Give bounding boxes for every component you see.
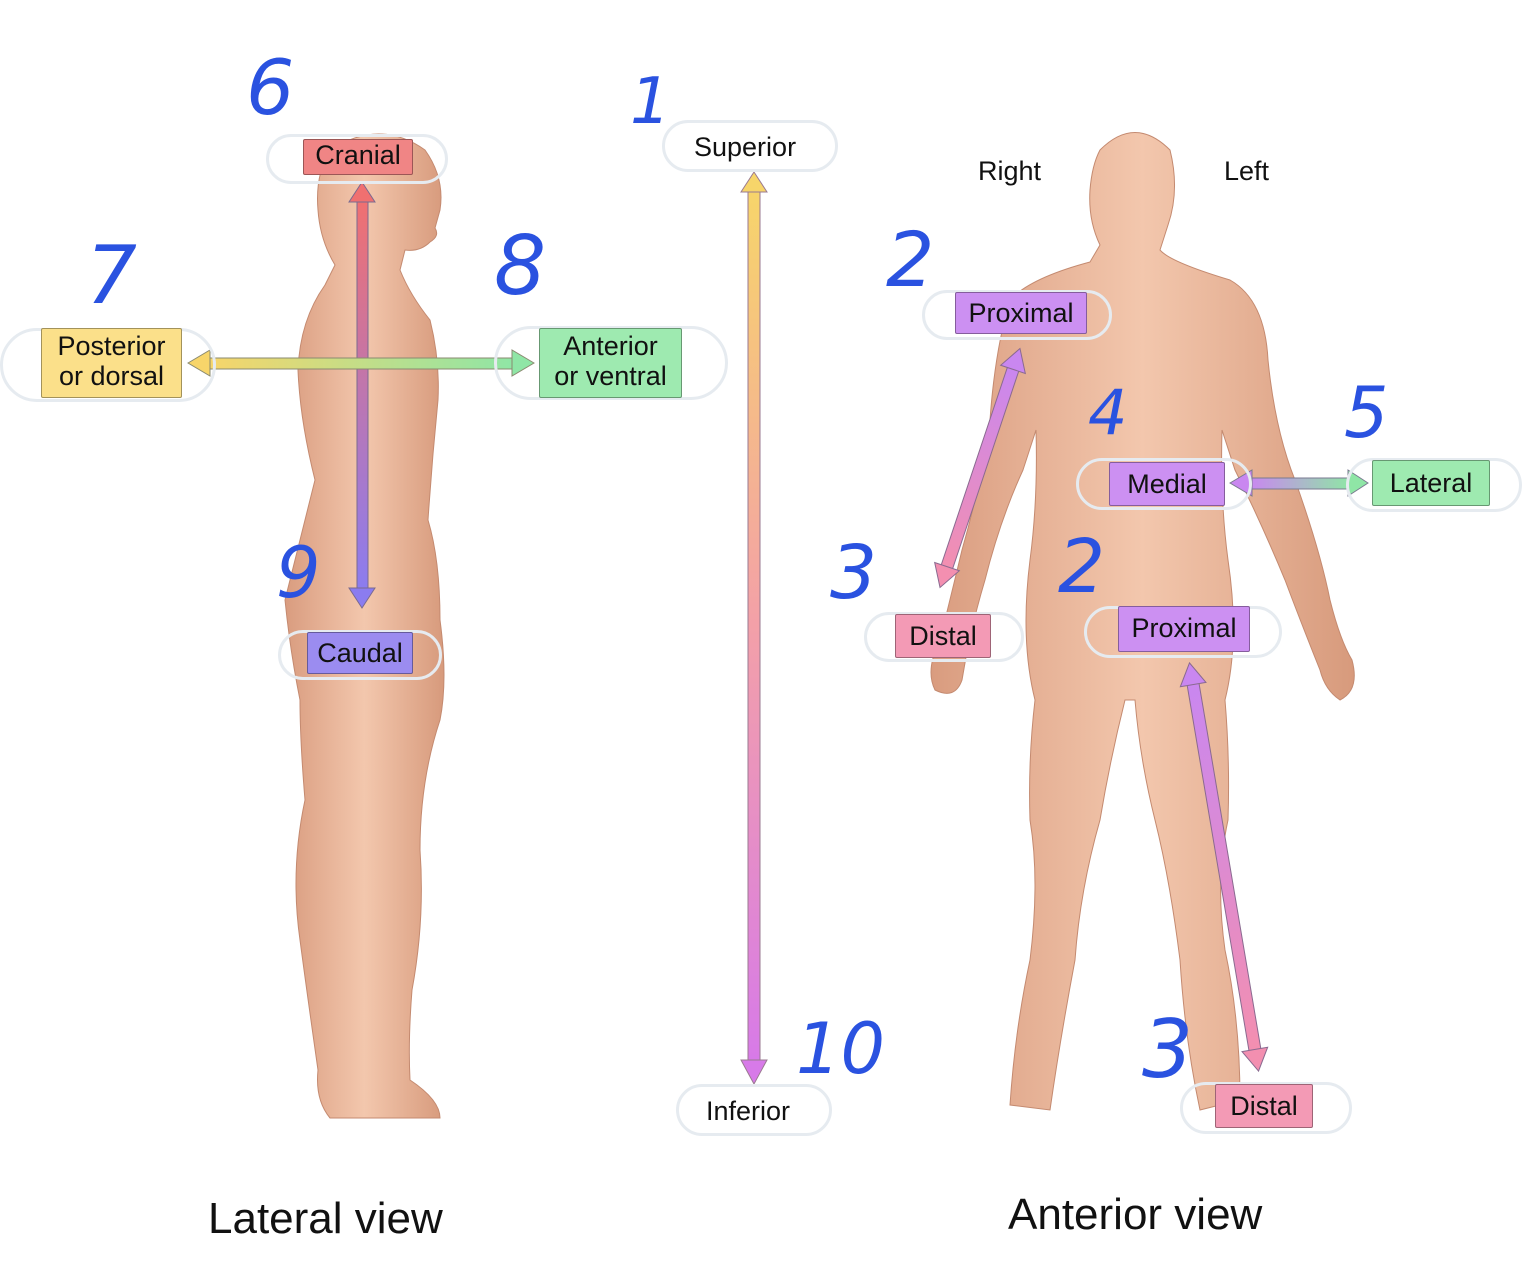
handwritten-number-9: 9: [276, 532, 321, 614]
superior-label: Superior: [694, 132, 797, 162]
lateral-label: Lateral: [1372, 460, 1490, 506]
superior-pill: [662, 120, 838, 172]
lateral-pill: [1346, 458, 1522, 512]
handwritten-number-3-leg: 3: [1142, 1003, 1193, 1096]
handwritten-number-4: 4: [1088, 376, 1128, 449]
anterior-pill: [494, 326, 728, 400]
posterior-line1: Posterior: [57, 331, 166, 361]
anterior-line2: or ventral: [554, 361, 667, 391]
handwritten-number-2-leg: 2: [1058, 524, 1106, 610]
handwritten-number-2-arm: 2: [886, 215, 935, 304]
left-label: Left: [1224, 156, 1270, 186]
handwritten-number-10: 10: [796, 1008, 886, 1090]
posterior-line2: or dorsal: [58, 361, 165, 391]
arm-proximal-distal-arrow: [933, 347, 1027, 589]
cranial-caudal-arrow: [348, 181, 376, 609]
distal-leg-label: Distal: [1215, 1084, 1313, 1128]
handwritten-number-3-arm: 3: [830, 530, 878, 616]
proximal-leg-label: Proximal: [1118, 606, 1250, 652]
right-label: Right: [978, 156, 1042, 186]
caudal-label: Caudal: [307, 632, 413, 674]
proximal-arm-label: Proximal: [955, 292, 1087, 334]
handwritten-number-7: 7: [86, 229, 137, 322]
lateral-figure: [284, 133, 445, 1119]
inferior-pill: [676, 1084, 832, 1136]
proximal-arm-pill: [922, 290, 1112, 340]
inferior-label: Inferior: [706, 1096, 791, 1126]
cranial-pill: [266, 134, 448, 184]
leg-proximal-distal-arrow: [1179, 661, 1269, 1073]
handwritten-number-5: 5: [1344, 372, 1389, 454]
anterior-line1: Anterior: [563, 331, 658, 361]
anterior-view-caption: Anterior view: [1008, 1190, 1263, 1239]
superior-inferior-arrow: [740, 171, 768, 1086]
handwritten-number-8: 8: [494, 219, 547, 314]
caudal-pill: [278, 630, 442, 680]
handwritten-number-1: 1: [630, 65, 671, 139]
lateral-view-caption: Lateral view: [208, 1194, 443, 1243]
distal-arm-label: Distal: [895, 614, 991, 658]
medial-label: Medial: [1109, 462, 1225, 506]
distal-leg-pill: [1180, 1082, 1352, 1134]
medial-pill: [1076, 458, 1252, 510]
distal-arm-pill: [864, 612, 1024, 662]
cranial-label: Cranial: [303, 139, 413, 175]
handwritten-number-6: 6: [246, 43, 295, 132]
posterior-label: Posterior or dorsal: [41, 328, 182, 398]
anterior-label: Anterior or ventral: [539, 328, 682, 398]
